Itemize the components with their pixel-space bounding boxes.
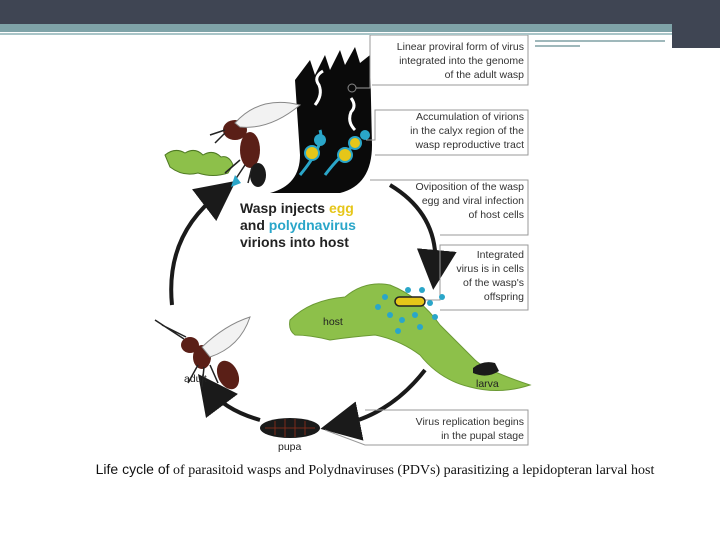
slide-caption: Life cycle of of parasitoid wasps and Po…: [70, 460, 680, 480]
note-integrated-4: offspring: [484, 291, 524, 303]
lifecycle-diagram: Linear proviral form of virus integrated…: [154, 35, 532, 453]
label-host: host: [323, 316, 343, 328]
central-line-1: Wasp injects egg: [240, 200, 354, 216]
note-linear-provirus-2: integrated into the genome: [399, 55, 524, 67]
leader-lines: [324, 35, 529, 446]
note-replication-2: in the pupal stage: [441, 430, 524, 442]
slide-accent-band: [0, 24, 672, 32]
wasp-reproductive-tract: [270, 47, 372, 193]
note-accumulation-1: Accumulation of virions: [416, 111, 524, 123]
note-oviposition-1: Oviposition of the wasp: [415, 181, 524, 193]
wasp-ovipositing-illustration: [164, 101, 302, 187]
note-oviposition-2: egg and viral infection: [422, 195, 524, 207]
note-replication-1: Virus replication begins: [416, 416, 524, 428]
slide-accent-line: [0, 33, 672, 35]
central-line-3: virions into host: [240, 234, 349, 250]
note-integrated-3: of the wasp's: [463, 277, 524, 289]
cycle-arrow-adult-to-wasp: [169, 180, 236, 306]
slide-deco-line: [535, 40, 665, 42]
note-accumulation-3: wasp reproductive tract: [414, 139, 524, 151]
note-integrated-2: virus is in cells: [456, 263, 524, 275]
label-adult: adult: [184, 373, 207, 385]
slide-deco-line-short: [535, 45, 580, 47]
cycle-arrow-wasp-to-host: [388, 183, 457, 290]
note-linear-provirus-3: of the adult wasp: [445, 69, 525, 81]
label-pupa: pupa: [278, 441, 302, 453]
note-accumulation-2: in the calyx region of the: [410, 125, 524, 137]
slide-corner-block: [672, 0, 720, 48]
note-linear-provirus-1: Linear proviral form of virus: [397, 41, 524, 53]
cycle-arrow-pupa-to-adult: [197, 374, 261, 422]
caption-rest: of parasitoid wasps and Polydnaviruses (…: [169, 463, 655, 478]
pupa-illustration: pupa: [260, 418, 320, 453]
note-oviposition-3: of host cells: [469, 209, 524, 221]
central-line-2: and polydnavirus: [240, 217, 356, 233]
note-integrated-1: Integrated: [477, 249, 524, 261]
caption-lead: Life cycle of: [95, 461, 170, 477]
cycle-arrow-host-to-pupa: [320, 368, 427, 441]
label-larva: larva: [476, 378, 499, 390]
slide-top-bar: [0, 0, 720, 24]
adult-wasp-illustration: adult: [154, 316, 251, 390]
host-caterpillar-illustration: host larva: [289, 283, 532, 391]
